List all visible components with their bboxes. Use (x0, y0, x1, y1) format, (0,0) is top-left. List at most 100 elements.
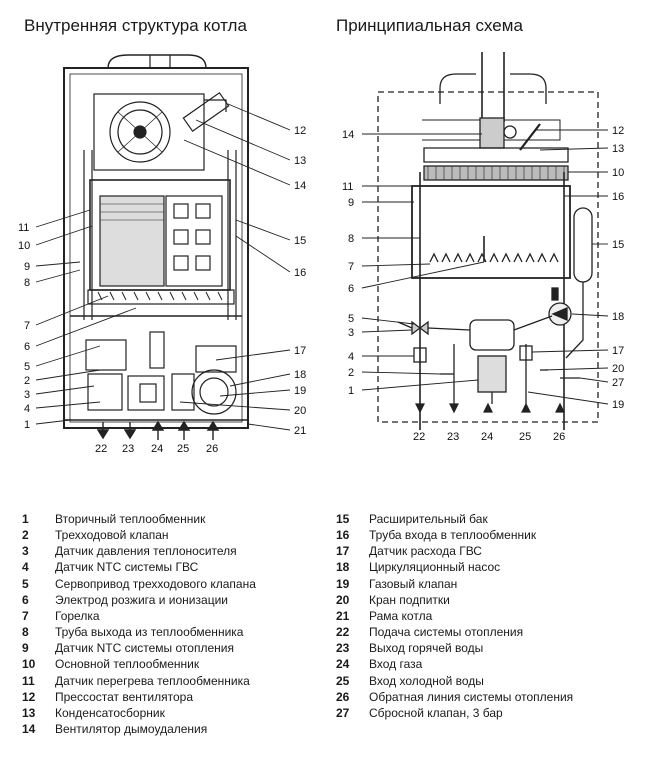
scheme-callouts: 14 11 9 8 7 6 5 3 4 2 1 12 13 10 16 15 1… (342, 125, 624, 443)
scheme-callout-12: 12 (612, 125, 624, 137)
legend-item-text: Подача системы отопления (369, 625, 524, 640)
legend-item-number: 11 (22, 673, 35, 688)
legend-item: 11 Датчик перегрева теплообменника (22, 673, 256, 689)
left-callout-10: 10 (18, 240, 30, 252)
left-callout-21: 21 (294, 425, 306, 437)
legend-item-number: 22 (336, 625, 350, 640)
legend-item-text: Рама котла (369, 608, 433, 623)
left-callout-6: 6 (24, 341, 30, 353)
legend-item-number: 4 (22, 560, 29, 575)
legend-item-text: Вход холодной воды (369, 673, 484, 688)
legend-item: 17 Датчик расхода ГВС (336, 543, 573, 559)
scheme-callout-27: 27 (612, 377, 624, 389)
scheme-callout-3: 3 (348, 327, 354, 339)
legend-item-text: Вентилятор дымоудаления (55, 722, 208, 737)
legend-item: 4 Датчик NTC системы ГВС (22, 559, 256, 575)
left-callout-8: 8 (24, 277, 30, 289)
fan-assembly (93, 91, 230, 171)
scheme-leader-lines (361, 129, 609, 405)
left-callout-3: 3 (24, 389, 30, 401)
left-callout-5: 5 (24, 361, 30, 373)
legend-item-number: 17 (336, 544, 350, 559)
legend-item-number: 6 (22, 592, 29, 607)
legend-item-text: Вторичный теплообменник (55, 512, 206, 526)
scheme-callout-26: 26 (553, 431, 565, 443)
legend-item-number: 25 (336, 673, 350, 688)
left-callout-23: 23 (122, 443, 134, 455)
legend-item: 15 Расширительный бак (336, 511, 573, 527)
legend-item-text: Сбросной клапан, 3 бар (369, 705, 503, 720)
scheme-callout-5: 5 (348, 313, 354, 325)
scheme-callout-20: 20 (612, 363, 624, 375)
left-callout-1: 1 (24, 419, 30, 431)
boiler-internal-drawing (63, 54, 249, 429)
left-callouts: 11 10 9 8 7 6 5 2 3 4 1 12 13 14 15 16 1… (18, 125, 306, 455)
legend-item-text: Прессостат вентилятора (55, 689, 194, 704)
legend-item: 24 Вход газа (336, 656, 573, 672)
scheme-callout-4: 4 (348, 351, 354, 363)
legend-item-number: 5 (22, 576, 29, 591)
left-callout-7: 7 (24, 320, 30, 332)
hydraulic-block (85, 331, 237, 415)
scheme-drawing (377, 52, 599, 430)
legend-item-text: Датчик расхода ГВС (369, 544, 482, 559)
left-callout-19: 19 (294, 385, 306, 397)
left-callout-15: 15 (294, 235, 306, 247)
legend-item-text: Датчик перегрева теплообменника (55, 673, 250, 688)
legend-item-text: Вход газа (369, 657, 423, 672)
scheme-callout-17: 17 (612, 345, 624, 357)
main-heat-exchanger (89, 179, 231, 291)
legend-item-text: Датчик NTC системы отопления (55, 641, 234, 656)
scheme-callout-8: 8 (348, 233, 354, 245)
left-callout-13: 13 (294, 155, 306, 167)
scheme-callout-10: 10 (612, 167, 624, 179)
left-callout-9: 9 (24, 261, 30, 273)
left-callout-2: 2 (24, 375, 30, 387)
scheme-expansion-vessel (573, 207, 593, 283)
scheme-callout-6: 6 (348, 283, 354, 295)
left-callout-11: 11 (18, 222, 29, 234)
legend-item-text: Газовый клапан (369, 576, 458, 591)
left-leader-lines (35, 103, 291, 431)
left-callout-26: 26 (206, 443, 218, 455)
legend-item-text: Расширительный бак (369, 512, 488, 526)
legend-item-number: 24 (336, 657, 350, 672)
legend-item-text: Кран подпитки (369, 592, 450, 607)
right-diagram-title: Принципиальная схема (336, 16, 523, 35)
scheme-callout-9: 9 (348, 197, 354, 209)
scheme-callout-25: 25 (519, 431, 531, 443)
legend-item: 22 Подача системы отопления (336, 624, 573, 640)
legend-item-text: Циркуляционный насос (369, 560, 501, 575)
scheme-callout-16: 16 (612, 191, 624, 203)
left-callout-12: 12 (294, 125, 306, 137)
scheme-dashed-casing (377, 91, 599, 423)
legend-item-number: 19 (336, 576, 350, 591)
left-callout-14: 14 (294, 180, 306, 192)
legend-item-number: 12 (22, 689, 36, 704)
left-connection-arrows (96, 420, 220, 440)
legend-item-text: Конденсатосборник (55, 705, 165, 720)
scheme-callout-1: 1 (348, 385, 354, 397)
legend-item-text: Датчик NTC системы ГВС (55, 560, 199, 575)
scheme-callout-2: 2 (348, 367, 354, 379)
left-callout-16: 16 (294, 267, 306, 279)
burner (87, 289, 235, 305)
legend-item: 19 Газовый клапан (336, 576, 573, 592)
legend-item-text: Выход горячей воды (369, 641, 484, 656)
legend-item-number: 15 (336, 512, 350, 526)
scheme-callout-15: 15 (612, 239, 624, 251)
legend-item-number: 3 (22, 544, 29, 559)
scheme-heat-exchanger (411, 165, 571, 279)
